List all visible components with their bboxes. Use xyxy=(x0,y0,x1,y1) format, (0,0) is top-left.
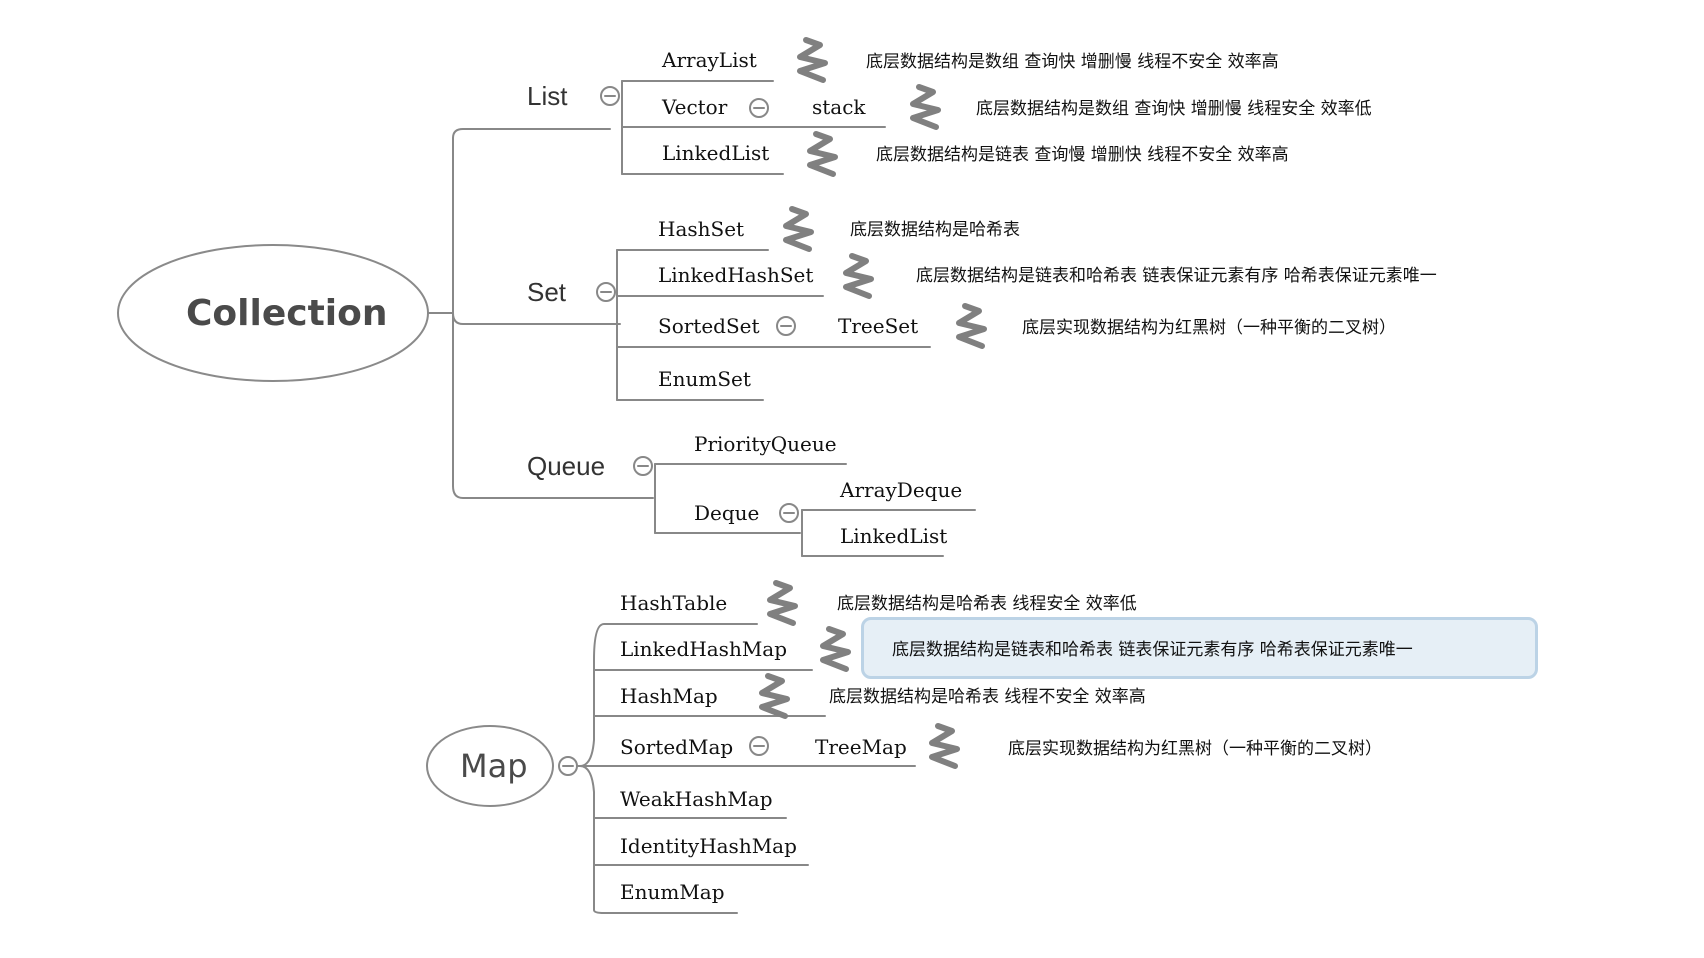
hashset-node[interactable]: HashSet xyxy=(658,217,745,241)
stack-node[interactable]: stack xyxy=(812,95,866,119)
linkedlist-note: 底层数据结构是链表 查询慢 增删快 线程不安全 效率高 xyxy=(876,145,1289,165)
map-root-shape xyxy=(426,725,554,807)
linkedhashmap-node[interactable]: LinkedHashMap xyxy=(620,637,788,661)
treeset-note: 底层实现数据结构为红黑树（一种平衡的二叉树） xyxy=(1022,318,1396,338)
brace-linkedhashset xyxy=(843,253,874,299)
brace-hashmap xyxy=(759,673,790,719)
enummap-node[interactable]: EnumMap xyxy=(620,880,725,904)
sortedset-node[interactable]: SortedSet xyxy=(658,314,760,338)
linkedhashset-note: 底层数据结构是链表和哈希表 链表保证元素有序 哈希表保证元素唯一 xyxy=(916,266,1437,286)
brace-treeset xyxy=(956,303,987,349)
linkedlist-node[interactable]: LinkedList xyxy=(662,141,770,165)
map-root-node[interactable]: Map xyxy=(460,747,528,785)
arraydeque-node[interactable]: ArrayDeque xyxy=(840,478,963,502)
hashmap-node[interactable]: HashMap xyxy=(620,684,718,708)
brace-hashtable xyxy=(767,580,798,626)
treemap-note: 底层实现数据结构为红黑树（一种平衡的二叉树） xyxy=(1008,739,1382,759)
hashmap-note: 底层数据结构是哈希表 线程不安全 效率高 xyxy=(829,687,1146,707)
set-node[interactable]: Set xyxy=(527,277,567,307)
queue-linkedlist-node[interactable]: LinkedList xyxy=(840,524,948,548)
linkedhashmap-note[interactable]: 底层数据结构是链表和哈希表 链表保证元素有序 哈希表保证元素唯一 xyxy=(892,640,1413,660)
arraylist-note: 底层数据结构是数组 查询快 增删慢 线程不安全 效率高 xyxy=(866,52,1279,72)
list-node[interactable]: List xyxy=(527,81,568,111)
linkedhashset-node[interactable]: LinkedHashSet xyxy=(658,263,814,287)
hashset-note: 底层数据结构是哈希表 xyxy=(850,220,1020,240)
hashtable-node[interactable]: HashTable xyxy=(620,591,728,615)
deque-node[interactable]: Deque xyxy=(694,501,760,525)
treemap-node[interactable]: TreeMap xyxy=(815,735,907,759)
priorityqueue-node[interactable]: PriorityQueue xyxy=(694,432,837,456)
collection-root-node[interactable]: Collection xyxy=(186,293,388,334)
hashtable-note: 底层数据结构是哈希表 线程安全 效率低 xyxy=(837,594,1137,614)
brace-arraylist xyxy=(797,37,828,83)
weakhashmap-node[interactable]: WeakHashMap xyxy=(620,787,773,811)
vector-node[interactable]: Vector xyxy=(662,95,728,119)
brace-hashset xyxy=(783,206,814,252)
queue-node[interactable]: Queue xyxy=(527,451,606,481)
brace-linkedhashmap xyxy=(820,626,851,672)
brace-treemap xyxy=(929,723,960,769)
arraylist-node[interactable]: ArrayList xyxy=(662,48,757,72)
selected-topic-highlight xyxy=(861,617,1538,679)
identityhashmap-node[interactable]: IdentityHashMap xyxy=(620,834,797,858)
brace-vector xyxy=(910,84,941,130)
vector-note: 底层数据结构是数组 查询快 增删慢 线程安全 效率低 xyxy=(976,99,1372,119)
treeset-node[interactable]: TreeSet xyxy=(838,314,919,338)
brace-linkedlist xyxy=(807,131,838,177)
sortedmap-node[interactable]: SortedMap xyxy=(620,735,734,759)
enumset-node[interactable]: EnumSet xyxy=(658,367,751,391)
